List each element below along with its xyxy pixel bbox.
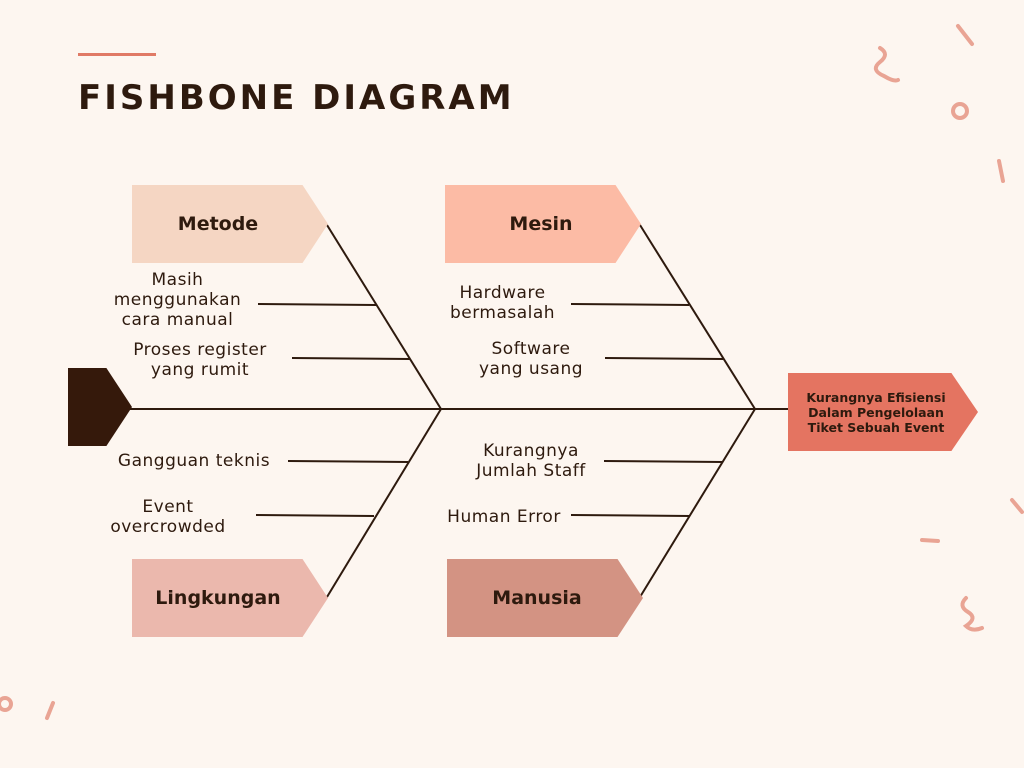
manusia-bone <box>639 408 756 598</box>
manusia-cause-2-line <box>570 514 691 517</box>
ring-doodle <box>0 696 13 712</box>
title-accent-line <box>78 53 156 56</box>
cause-mesin-1: Hardware bermasalah <box>449 283 556 323</box>
category-metode: Metode <box>132 185 328 263</box>
dash-doodle <box>45 701 55 720</box>
cause-manusia-1: Kurangnya Jumlah Staff <box>476 441 586 481</box>
lingkungan-cause-2-line <box>255 514 375 517</box>
metode-bone <box>326 224 442 410</box>
squiggle-doodle <box>873 46 900 83</box>
lingkungan-bone <box>326 408 442 598</box>
manusia-cause-1-line <box>603 460 724 463</box>
category-mesin: Mesin <box>445 185 641 263</box>
category-metode-label: Metode <box>177 213 259 235</box>
dash-doodle <box>997 159 1005 183</box>
ring-doodle <box>951 102 969 120</box>
cause-lingkungan-2: Event overcrowded <box>110 497 226 537</box>
dash-doodle <box>956 24 974 46</box>
effect-box: Kurangnya Efisiensi Dalam Pengelolaan Ti… <box>788 373 978 451</box>
mesin-bone <box>639 224 756 410</box>
dash-doodle <box>1010 498 1024 514</box>
category-manusia-label: Manusia <box>492 587 582 609</box>
category-lingkungan-label: Lingkungan <box>155 587 281 609</box>
category-lingkungan: Lingkungan <box>132 559 328 637</box>
cause-manusia-2: Human Error <box>447 507 561 527</box>
metode-cause-2-line <box>291 357 411 360</box>
category-mesin-label: Mesin <box>509 213 573 235</box>
page-title: FISHBONE DIAGRAM <box>78 78 515 118</box>
effect-label: Kurangnya Efisiensi Dalam Pengelolaan Ti… <box>806 389 946 435</box>
squiggle-doodle <box>960 596 984 632</box>
cause-metode-1: Masih menggunakan cara manual <box>113 270 242 330</box>
mesin-cause-2-line <box>604 357 724 360</box>
category-manusia: Manusia <box>447 559 643 637</box>
cause-lingkungan-1: Gangguan teknis <box>117 451 271 471</box>
cause-mesin-2: Software yang usang <box>478 339 584 379</box>
metode-cause-1-line <box>257 303 377 306</box>
dash-doodle <box>920 538 940 543</box>
cause-metode-2: Proses register yang rumit <box>133 340 267 380</box>
lingkungan-cause-1-line <box>287 460 409 463</box>
mesin-cause-1-line <box>570 303 690 306</box>
